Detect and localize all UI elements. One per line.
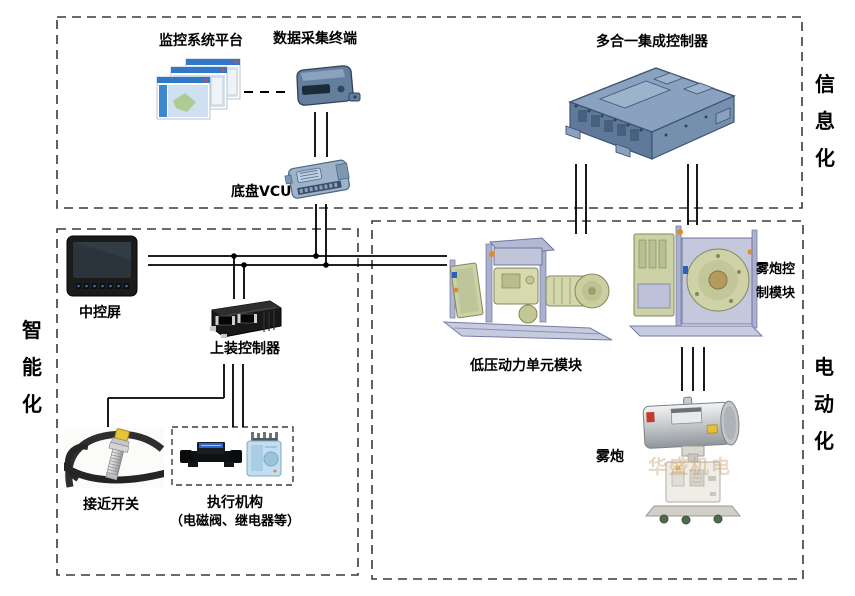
watermark-text: 华盛机电 <box>648 456 733 478</box>
chassis-vcu-label: 底盘VCU <box>231 184 292 200</box>
solenoid-valve-image <box>180 437 242 471</box>
monitor-platform-label: 监控系统平台 <box>159 33 243 49</box>
integrated-controller-label: 多合一集成控制器 <box>596 34 708 50</box>
center-screen-label: 中控屏 <box>79 305 121 321</box>
bus-junction-dot-1 <box>231 253 237 259</box>
intelligent-zone-label: 智能化 <box>22 318 42 416</box>
electric-zone-box <box>371 220 804 580</box>
chassis-vcu-image <box>284 150 356 208</box>
bus-junction-dot-3 <box>313 253 319 259</box>
lv-power-module-image <box>442 230 616 346</box>
proximity-switch-image <box>59 427 167 488</box>
data-terminal-label: 数据采集终端 <box>273 31 357 47</box>
monitor-platform-image <box>156 58 242 128</box>
relay-image <box>245 432 283 478</box>
data-terminal-image <box>291 63 361 113</box>
upper-controller-label: 上装控制器 <box>210 341 280 357</box>
fog-cannon-label: 雾炮 <box>596 449 624 465</box>
proximity-switch-label: 接近开关 <box>83 497 139 513</box>
fog-cannon-controller-label-line1: 雾炮控 <box>756 262 796 277</box>
info-zone-label: 信息化 <box>815 72 835 170</box>
info-zone-box <box>56 16 803 209</box>
electric-zone-label: 电动化 <box>814 355 834 453</box>
fog-cannon-controller-image <box>628 222 766 346</box>
bus-junction-dot-2 <box>241 262 247 268</box>
actuators-label: 执行机构 <box>207 495 263 511</box>
fog-cannon-image <box>638 388 750 532</box>
intelligent-zone-box <box>56 228 359 576</box>
lv-power-module-label: 低压动力单元模块 <box>470 358 582 374</box>
integrated-controller-image <box>556 62 746 164</box>
center-screen-image <box>66 234 138 300</box>
upper-controller-image <box>206 296 284 340</box>
actuators-sublabel: （电磁阀、继电器等） <box>169 514 300 529</box>
bus-junction-dot-4 <box>323 262 329 268</box>
fog-cannon-controller-label-line2: 制模块 <box>756 286 796 301</box>
